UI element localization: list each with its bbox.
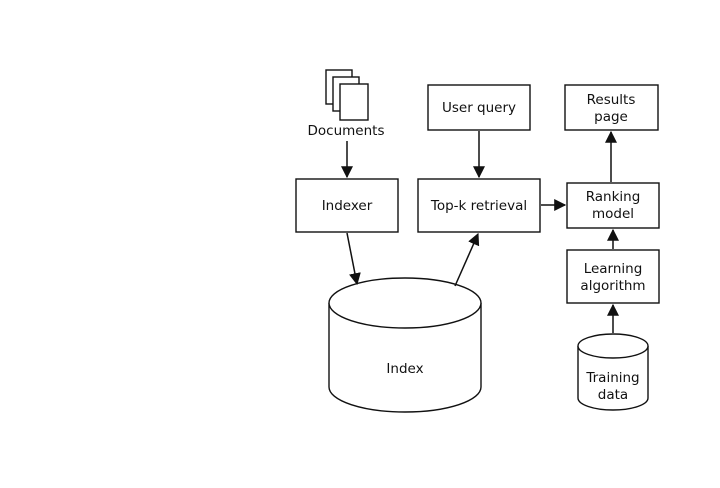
training-label-line2: data [598,387,628,403]
documents-icon [325,69,369,121]
user-query-label: User query [442,100,516,116]
ranking-model-box: Ranking model [566,182,660,229]
index-label: Index [386,361,423,377]
results-page-box: Results page [564,84,659,131]
learning-label-line2: algorithm [580,278,645,294]
training-data-cylinder: Training data [577,333,649,411]
documents-label: Documents [308,123,385,139]
indexer-box: Indexer [295,178,399,233]
results-label-line1: Results [587,92,636,108]
learning-label-line1: Learning [584,261,643,277]
topk-retrieval-box: Top-k retrieval [417,178,541,233]
training-label-line1: Training [585,370,639,386]
index-cylinder: Index [328,277,482,413]
learning-algorithm-box: Learning algorithm [566,249,660,304]
arrow-index-to-topk [454,232,480,287]
indexer-label: Indexer [322,198,373,214]
topk-retrieval-label: Top-k retrieval [430,198,527,214]
ranking-label-line1: Ranking [586,189,641,205]
results-label-line2: page [594,109,628,125]
user-query-box: User query [427,84,531,131]
ranking-label-line2: model [592,206,634,222]
arrow-indexer-to-index [346,232,361,286]
